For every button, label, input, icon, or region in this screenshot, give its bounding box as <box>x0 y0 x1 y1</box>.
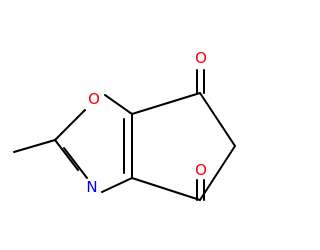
bond-o1-c7a <box>104 94 133 115</box>
carbonyl-oxygen-top-label: O <box>195 49 207 67</box>
ring-nitrogen-label: N <box>86 178 97 196</box>
bond-c5-c4 <box>199 145 236 201</box>
molecule-structure: O N O O <box>13 49 236 201</box>
ring-oxygen-label: O <box>88 90 100 108</box>
bond-n3-c2 <box>54 139 79 171</box>
bond-c6-c5 <box>199 92 236 147</box>
carbonyl-oxygen-bottom-label: O <box>195 161 207 179</box>
bond-c7a-c6 <box>131 92 201 115</box>
bond-n3-c2-double <box>63 147 88 179</box>
bond-c4-c3a <box>131 177 201 201</box>
bond-c3a-n3 <box>101 177 133 193</box>
bond-methyl <box>13 139 56 153</box>
bond-c2-o1 <box>54 109 86 141</box>
